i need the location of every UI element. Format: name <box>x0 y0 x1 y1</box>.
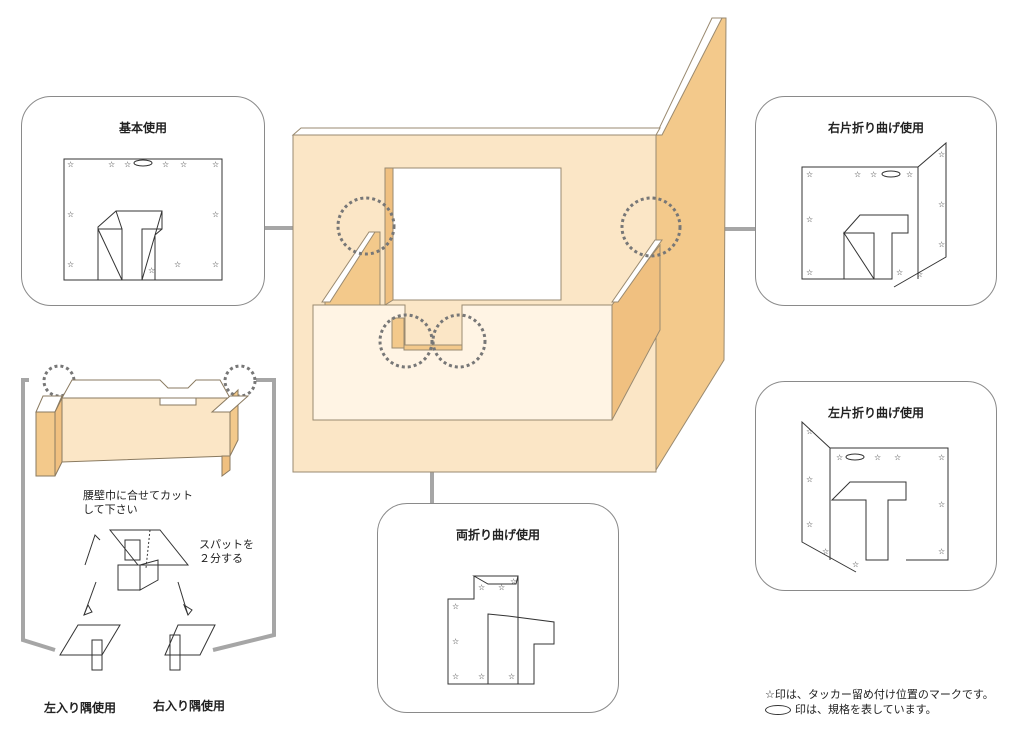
svg-text:☆: ☆ <box>906 170 913 179</box>
both-bend-drawing: ☆ ☆ ☆ ☆ ☆ ☆ ☆ ☆ <box>447 575 555 685</box>
svg-text:☆: ☆ <box>124 160 131 169</box>
svg-text:☆: ☆ <box>806 170 813 179</box>
svg-text:☆: ☆ <box>67 260 74 269</box>
basic-use-drawing: ☆ ☆ ☆ ☆ ☆ ☆ ☆ ☆ ☆ ☆ ☆ ☆ <box>63 158 223 281</box>
svg-text:☆: ☆ <box>854 170 861 179</box>
svg-text:☆: ☆ <box>67 210 74 219</box>
svg-text:☆: ☆ <box>938 547 945 556</box>
svg-text:☆: ☆ <box>806 475 813 484</box>
svg-text:☆: ☆ <box>806 520 813 529</box>
panel-both-bend-use: 両折り曲げ使用 ☆ ☆ ☆ ☆ ☆ ☆ ☆ ☆ <box>377 503 619 713</box>
svg-text:☆: ☆ <box>478 583 485 592</box>
panel-title: 両折り曲げ使用 <box>455 528 540 542</box>
svg-text:☆: ☆ <box>806 268 813 277</box>
panel-title: 右片折り曲げ使用 <box>827 121 924 135</box>
svg-text:☆: ☆ <box>938 240 945 249</box>
svg-text:☆: ☆ <box>822 547 829 556</box>
svg-text:☆: ☆ <box>452 602 459 611</box>
central-wall <box>291 17 727 473</box>
corner-skirting-piece <box>35 379 250 477</box>
panel-left-bend-use: 左片折り曲げ使用 ☆ ☆ ☆ ☆ ☆ ☆ ☆ ☆ ☆ ☆ ☆ <box>755 381 997 591</box>
svg-text:☆: ☆ <box>148 266 155 275</box>
svg-text:☆: ☆ <box>836 453 843 462</box>
svg-text:☆: ☆ <box>938 200 945 209</box>
split-instruction-note: スパットを ２分する <box>199 538 254 565</box>
svg-text:☆: ☆ <box>874 453 881 462</box>
svg-text:☆: ☆ <box>212 260 219 269</box>
cut-instruction-note: 腰壁巾に合せてカット して下さい <box>83 489 193 516</box>
svg-text:☆: ☆ <box>806 215 813 224</box>
panel-right-bend-use: 右片折り曲げ使用 ☆ ☆ ☆ ☆ ☆ ☆ ☆ ☆ ☆ ☆ ☆ <box>755 96 997 306</box>
svg-text:☆: ☆ <box>938 150 945 159</box>
svg-text:☆: ☆ <box>174 260 181 269</box>
oval-symbol-icon <box>765 704 791 715</box>
svg-text:☆: ☆ <box>938 500 945 509</box>
svg-text:☆: ☆ <box>478 672 485 681</box>
cut-sheet-drawing <box>59 529 216 671</box>
left-bend-drawing: ☆ ☆ ☆ ☆ ☆ ☆ ☆ ☆ ☆ ☆ ☆ <box>801 420 949 573</box>
svg-text:☆: ☆ <box>498 583 505 592</box>
panel-basic-use: 基本使用 ☆ ☆ ☆ ☆ ☆ ☆ ☆ ☆ ☆ ☆ ☆ ☆ <box>21 96 265 306</box>
svg-text:☆: ☆ <box>212 160 219 169</box>
left-inner-corner-label: 左入り隅使用 <box>44 701 117 715</box>
panel-title: 基本使用 <box>118 121 167 135</box>
svg-text:☆: ☆ <box>806 427 813 436</box>
svg-text:☆: ☆ <box>162 160 169 169</box>
svg-text:☆: ☆ <box>870 170 877 179</box>
svg-text:☆: ☆ <box>896 268 903 277</box>
svg-text:☆: ☆ <box>894 453 901 462</box>
svg-text:☆: ☆ <box>510 577 517 586</box>
svg-text:☆: ☆ <box>852 560 859 569</box>
legend-oval-row: 印は、規格を表しています。 <box>765 702 937 717</box>
svg-text:☆: ☆ <box>67 160 74 169</box>
svg-text:☆: ☆ <box>212 210 219 219</box>
svg-text:☆: ☆ <box>108 160 115 169</box>
legend-star-note: ☆印は、タッカー留め付け位置のマークです。 <box>765 688 994 701</box>
svg-text:☆: ☆ <box>452 672 459 681</box>
svg-text:☆: ☆ <box>916 270 923 279</box>
right-inner-corner-label: 右入り隅使用 <box>153 699 226 713</box>
svg-text:☆: ☆ <box>452 637 459 646</box>
legend-oval-note: 印は、規格を表しています。 <box>795 703 937 716</box>
svg-text:☆: ☆ <box>180 160 187 169</box>
panel-title: 左片折り曲げ使用 <box>827 406 924 420</box>
right-bend-drawing: ☆ ☆ ☆ ☆ ☆ ☆ ☆ ☆ ☆ ☆ ☆ <box>801 141 947 288</box>
svg-text:☆: ☆ <box>938 453 945 462</box>
svg-text:☆: ☆ <box>508 672 515 681</box>
